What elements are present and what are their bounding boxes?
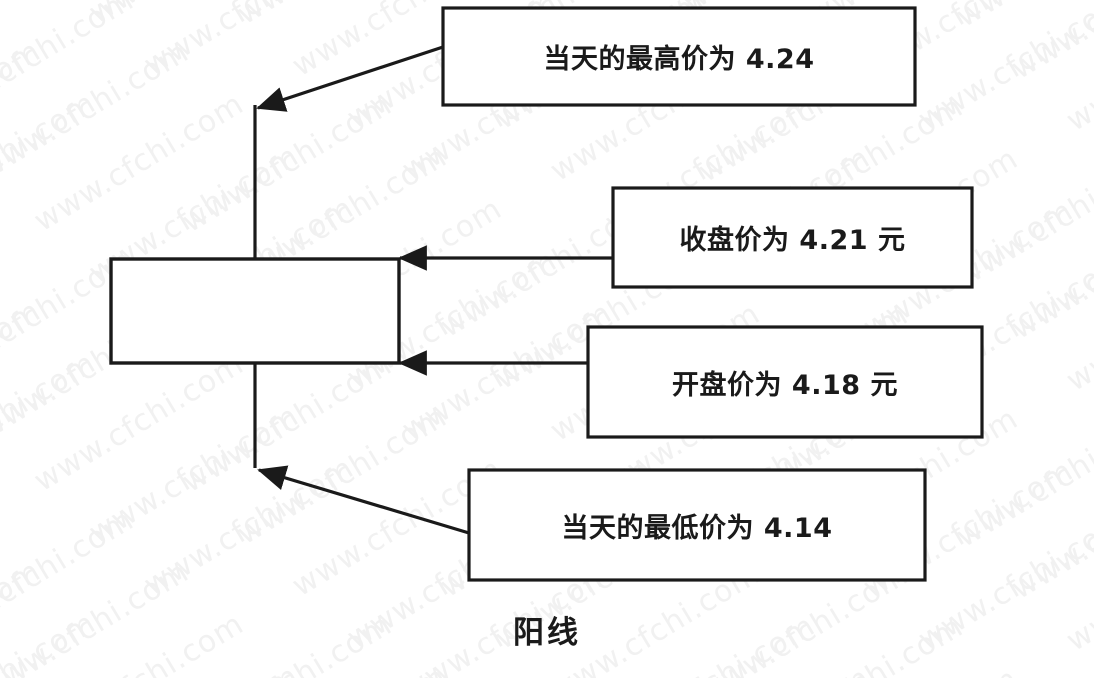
callout-high-price-text: 当天的最高价为 4.24 [543, 44, 815, 75]
callout-high-price-box [441, 6, 917, 107]
candlestick-type-caption: 阳线 [513, 615, 581, 651]
callout-low-price-text: 当天的最低价为 4.14 [561, 512, 833, 544]
callout-close-price-box [611, 186, 974, 289]
callout-open-price-text: 开盘价为 4.18 元 [672, 369, 898, 401]
callout-open-price-box [586, 325, 984, 439]
candle-body-rect [109, 257, 401, 365]
bullish-candlestick [109, 105, 401, 468]
callout-low-price-arrow [257, 465, 470, 535]
callout-close-price-text: 收盘价为 4.21 元 [679, 225, 906, 256]
callout-high-price-arrow [256, 45, 444, 112]
callout-low-price-box [467, 468, 927, 582]
